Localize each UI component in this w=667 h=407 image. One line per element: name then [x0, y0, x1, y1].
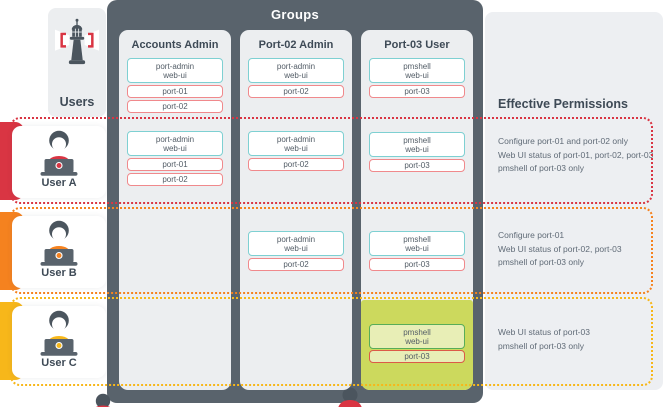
- capability-box: port-admin web-ui: [127, 58, 223, 83]
- permission-line: Web UI status of port-01, port-02, port-…: [498, 149, 654, 160]
- users-title: Users: [59, 95, 95, 109]
- groups-title: Groups: [270, 7, 320, 22]
- group-name: Port-03 User: [384, 39, 450, 51]
- capability-line: port-03: [404, 352, 430, 361]
- person-at-laptop-icon: [40, 130, 78, 176]
- capability-line: port-admin: [155, 61, 195, 71]
- capability-line: web-ui: [284, 70, 308, 80]
- capability-line: port-01: [162, 160, 188, 169]
- capability-line: web-ui: [163, 70, 187, 80]
- capability-box: port-03: [369, 85, 465, 98]
- capability-box-highlighted: port-03: [369, 350, 465, 363]
- capability-line: port-admin: [276, 134, 316, 144]
- capability-line: web-ui: [163, 143, 187, 153]
- capability-line: port-02: [162, 102, 188, 111]
- capability-line: port-admin: [276, 61, 316, 71]
- permission-line: pmshell of port-03 only: [498, 163, 584, 173]
- capability-line: pmshell: [403, 61, 431, 71]
- capability-line: pmshell: [403, 327, 431, 337]
- capability-line: port-02: [283, 87, 309, 96]
- user-card-a: User A: [12, 126, 106, 198]
- peeking-avatar-icon: [90, 393, 116, 407]
- capability-line: port-admin: [155, 134, 195, 144]
- capability-line: web-ui: [405, 336, 429, 346]
- capability-box: port-admin web-ui: [248, 131, 344, 156]
- users-panel: Users: [48, 8, 106, 117]
- capability-box: port-admin web-ui: [248, 231, 344, 256]
- group-name: Port-02 Admin: [258, 39, 334, 51]
- user-name: User C: [41, 357, 77, 369]
- person-at-laptop-icon: [40, 220, 78, 266]
- permissions-user-c: Web UI status of port-03 pmshell of port…: [498, 326, 656, 353]
- peeking-avatar-icon: [337, 386, 363, 407]
- capability-line: port-03: [404, 161, 430, 170]
- permission-line: Configure port-01 and port-02 only: [498, 136, 628, 146]
- capability-line: port-admin: [276, 234, 316, 244]
- capability-line: web-ui: [284, 143, 308, 153]
- capability-box: port-02: [127, 173, 223, 186]
- capability-line: port-02: [283, 160, 309, 169]
- capability-line: port-03: [404, 87, 430, 96]
- group-column-accounts-admin: Accounts Admin: [119, 30, 231, 390]
- permission-line: Web UI status of port-03: [498, 327, 590, 337]
- effective-permissions-panel: [485, 12, 663, 390]
- capability-line: web-ui: [405, 70, 429, 80]
- capability-line: port-02: [162, 175, 188, 184]
- group-name: Accounts Admin: [131, 39, 219, 51]
- permissions-user-b: Configure port-01 Web UI status of port-…: [498, 229, 656, 270]
- capability-line: web-ui: [284, 243, 308, 253]
- capability-line: port-02: [283, 260, 309, 269]
- capability-box-highlighted: pmshell web-ui: [369, 324, 465, 349]
- capability-box: port-03: [369, 258, 465, 271]
- capability-line: web-ui: [405, 243, 429, 253]
- group-column-port02-admin: Port-02 Admin: [240, 30, 352, 390]
- permissions-user-a: Configure port-01 and port-02 only Web U…: [498, 135, 656, 176]
- capability-line: pmshell: [403, 234, 431, 244]
- permission-line: Configure port-01: [498, 230, 565, 240]
- capability-line: web-ui: [405, 144, 429, 154]
- lighthouse-icon: [54, 18, 100, 65]
- user-name: User B: [41, 267, 77, 279]
- user-card-c: User C: [12, 306, 106, 378]
- capability-box: port-01: [127, 85, 223, 98]
- capability-box: port-02: [248, 258, 344, 271]
- capability-box: port-admin web-ui: [248, 58, 344, 83]
- capability-box: port-03: [369, 159, 465, 172]
- user-name: User A: [41, 177, 77, 189]
- capability-box: pmshell web-ui: [369, 231, 465, 256]
- capability-box: pmshell web-ui: [369, 58, 465, 83]
- capability-box: port-02: [127, 100, 223, 113]
- capability-line: pmshell: [403, 135, 431, 145]
- capability-line: port-01: [162, 87, 188, 96]
- permission-line: pmshell of port-03 only: [498, 340, 584, 351]
- permission-line: pmshell of port-03 only: [498, 257, 584, 267]
- capability-box: port-02: [248, 158, 344, 171]
- capability-box: port-02: [248, 85, 344, 98]
- capability-box: port-admin web-ui: [127, 131, 223, 156]
- capability-box: port-01: [127, 158, 223, 171]
- effective-permissions-title: Effective Permissions: [498, 97, 628, 111]
- person-at-laptop-icon: [40, 310, 78, 356]
- capability-line: port-03: [404, 260, 430, 269]
- capability-box: pmshell web-ui: [369, 132, 465, 157]
- permission-line: Web UI status of port-02, port-03: [498, 243, 622, 254]
- user-card-b: User B: [12, 216, 106, 288]
